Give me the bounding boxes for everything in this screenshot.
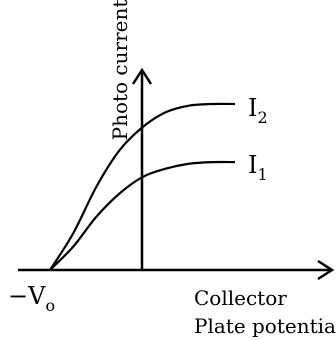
series-label-i1: I1 [248,151,268,184]
x-axis-label-line2: Plate potential [194,314,336,338]
series-label-i2: I2 [248,94,268,127]
y-axis-label: Photo current [108,0,132,140]
stopping-potential-label: −Vo [8,282,55,315]
y-axis-arrow [131,67,153,85]
series-line-i1 [49,160,236,271]
x-axis-arrow [317,259,335,281]
x-axis-label-line1: Collector [194,286,287,310]
series-line-i2 [49,102,236,271]
series-curves [49,102,236,271]
